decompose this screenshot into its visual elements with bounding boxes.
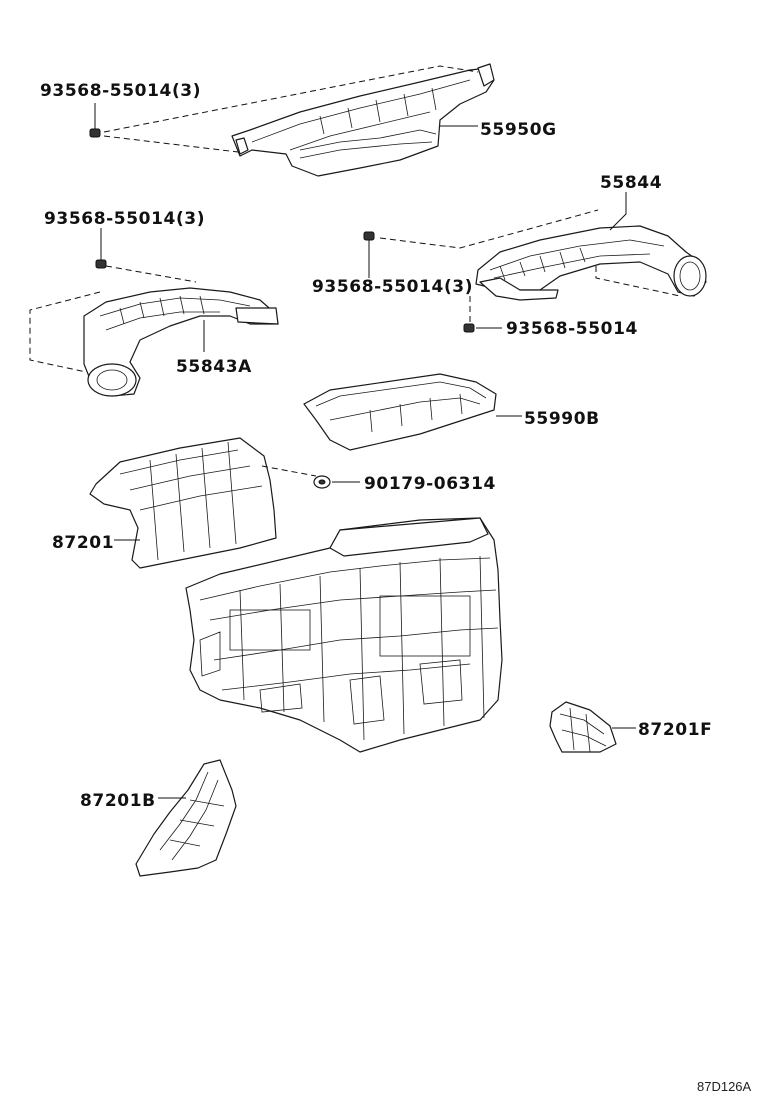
bolt-icon (89, 103, 101, 138)
duct-87201-drawing (89, 437, 277, 569)
duct-87201f-drawing (549, 701, 617, 753)
hvac-unit-drawing (185, 517, 503, 753)
label-87201b: 87201B (80, 791, 156, 811)
label-55844: 55844 (600, 173, 662, 193)
label-87201: 87201 (52, 533, 114, 553)
label-55950g: 55950G (480, 120, 557, 140)
label-93568-55014-mid-left: 93568-55014(3) (44, 209, 205, 229)
dashed-guide-55950g-top (103, 65, 479, 133)
dashed-guide-55843a-top (105, 265, 197, 283)
dashed-guide-55843a-left (29, 291, 101, 373)
nut-icon (313, 475, 360, 489)
duct-87201b-drawing (135, 759, 237, 877)
diagram-code: 87D126A (697, 1079, 752, 1094)
cover-55990b-drawing (303, 373, 497, 451)
bolt-icon (463, 323, 502, 333)
duct-55843a-drawing (83, 287, 279, 397)
dashed-guide-87201-nut (261, 465, 317, 477)
label-87201f: 87201F (638, 720, 712, 740)
duct-55950g-drawing (231, 63, 495, 177)
dashed-guide-55844-right (595, 266, 681, 297)
bolt-icon (363, 231, 375, 278)
dashed-guide-55844-top (379, 209, 599, 249)
dashed-guide-55950g-bottom (103, 135, 239, 153)
label-90179-06314: 90179-06314 (364, 474, 496, 494)
label-55843a: 55843A (176, 357, 252, 377)
duct-55844-drawing (475, 225, 707, 301)
label-93568-55014-mid-right: 93568-55014(3) (312, 277, 473, 297)
label-93568-55014-single: 93568-55014 (506, 319, 638, 339)
bolt-icon (95, 228, 107, 269)
label-93568-55014-top: 93568-55014(3) (40, 81, 201, 101)
label-55990b: 55990B (524, 409, 600, 429)
